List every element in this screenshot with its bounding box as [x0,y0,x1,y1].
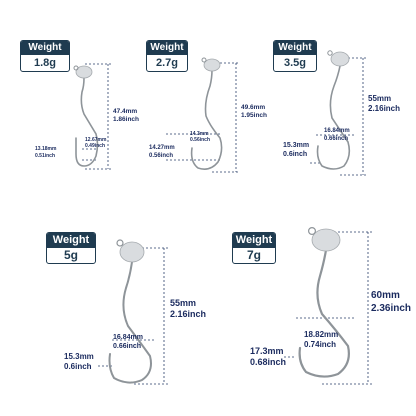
lead-head [73,65,93,79]
weight-value: 3.5g [283,57,306,69]
weight-label: Weight [21,41,69,55]
bend-inch: 0.68inch [250,357,287,367]
bend-inch: 0.56inch [149,153,174,159]
weight-badge: Weight 3.5g [273,40,317,72]
weight-badge: Weight 2.7g [146,40,188,72]
weight-label: Weight [274,41,316,55]
gap-mm: 16.84mm [324,128,350,134]
hook-wire [75,77,99,167]
weight-value: 7g [246,248,261,262]
gap-inch: 0.49inch [85,143,106,149]
gap-inch: 0.66inch [113,343,142,350]
weight-badge: Weight 5g [46,232,96,264]
lead-head [308,227,341,252]
weight-badge: Weight 7g [232,232,276,264]
gap-mm: 14.3mm [190,131,209,137]
length-mm: 55mm [368,94,392,103]
weight-value: 5g [63,248,78,262]
gap-inch: 0.66inch [324,136,349,142]
bend-inch: 0.6inch [64,362,92,371]
lead-head [116,239,145,263]
weight-label: Weight [233,233,275,248]
bend-mm: 15.3mm [64,352,94,361]
bend-mm: 15.3mm [283,142,310,149]
length-mm: 55mm [170,298,197,308]
hook-wire [108,261,152,384]
bend-mm: 14.27mm [149,145,175,151]
lead-head [201,57,221,72]
bend-inch: 0.6inch [283,151,308,158]
gap-inch: 0.56inch [190,137,211,143]
gap-inch: 0.74inch [304,340,337,349]
length-inch: 2.16inch [368,104,401,113]
bend-mm: 13.18mm [35,146,57,152]
gap-mm: 18.82mm [304,330,339,339]
length-inch: 1.86inch [113,116,140,123]
gap-mm: 12.67mm [85,137,107,143]
weight-badge: Weight 1.8g [20,40,70,72]
hook-wire [316,65,351,170]
length-mm: 60mm [371,290,400,301]
bend-inch: 0.51inch [35,153,56,159]
weight-label: Weight [47,233,95,248]
dimension-lines [284,231,372,385]
length-inch: 2.36inch [371,303,412,314]
weight-value: 1.8g [33,57,56,69]
hook-wire [190,69,223,170]
weight-label: Weight [147,41,187,55]
weight-value: 2.7g [155,57,178,69]
length-inch: 1.95inch [241,112,268,119]
length-inch: 2.16inch [170,309,207,319]
hook-wire [298,248,350,378]
length-mm: 47.4mm [113,108,138,115]
length-mm: 49.6mm [241,104,266,111]
bend-mm: 17.3mm [250,346,284,356]
lead-head [327,50,350,67]
gap-mm: 16.84mm [113,334,143,341]
